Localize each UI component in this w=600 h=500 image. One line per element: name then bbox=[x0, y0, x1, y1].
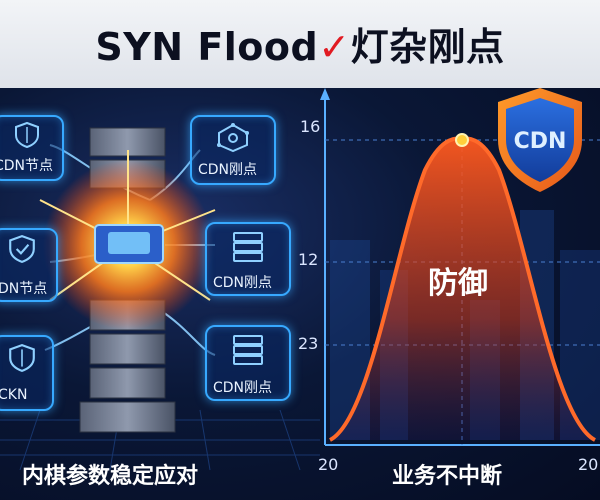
checkmark-icon: ✓ bbox=[318, 25, 351, 69]
cdn-badge-text: CDN bbox=[514, 129, 567, 154]
cdn-node-5: CKN bbox=[0, 335, 54, 411]
cdn-node-3-label: DN节点 bbox=[0, 281, 48, 297]
cdn-node-5-label: CKN bbox=[0, 387, 28, 403]
cdn-node-4: CDN刚点 bbox=[205, 222, 291, 296]
defense-label: 防御 bbox=[428, 266, 488, 301]
y-tick-12: 12 bbox=[298, 250, 319, 269]
shield-icon bbox=[9, 235, 35, 263]
server-icon bbox=[233, 335, 263, 365]
page-title: SYN Flood✓灯杂刚点 bbox=[0, 16, 600, 71]
curve-peak-point bbox=[455, 133, 469, 147]
x-tick-left: 20 bbox=[318, 455, 339, 474]
cdn-node-4-label: CDN刚点 bbox=[213, 275, 273, 291]
cdn-node-1-label: CDN节点 bbox=[0, 158, 54, 174]
shield-icon bbox=[15, 121, 39, 149]
y-tick-16: 16 bbox=[300, 117, 321, 136]
right-caption: 业务不中断 bbox=[392, 464, 503, 489]
title-bar bbox=[0, 0, 600, 88]
shield-icon bbox=[9, 344, 35, 372]
cdn-node-2-label: CDN刚点 bbox=[198, 162, 258, 178]
defense-curve-fill bbox=[330, 138, 595, 440]
title-suffix: 灯杂刚点 bbox=[350, 25, 505, 69]
title-text: SYN Flood bbox=[95, 25, 319, 69]
cdn-shield-icon: CDN bbox=[498, 88, 582, 192]
cdn-node-3: DN节点 bbox=[0, 228, 58, 302]
cdn-node-1: CDN节点 bbox=[0, 115, 64, 181]
y-tick-23: 23 bbox=[298, 334, 319, 353]
left-caption: 内棋参数稳定应对 bbox=[22, 464, 199, 489]
network-node-icon bbox=[217, 123, 249, 153]
cdn-node-6-label: CDN刚点 bbox=[213, 380, 273, 396]
x-tick-right: 20 bbox=[578, 455, 599, 474]
cdn-node-6: CDN刚点 bbox=[205, 325, 291, 401]
server-icon bbox=[233, 232, 263, 262]
cdn-node-2: CDN刚点 bbox=[190, 115, 276, 185]
